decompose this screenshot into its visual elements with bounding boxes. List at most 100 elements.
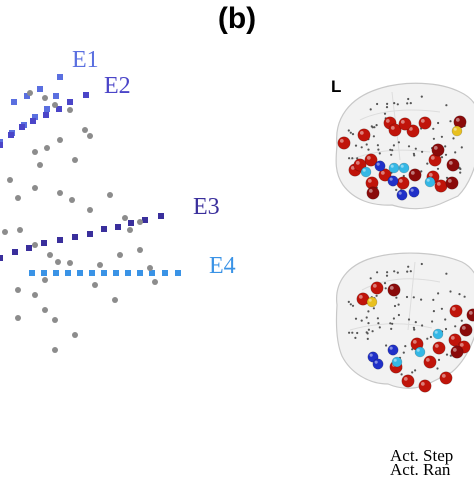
surface-dot — [445, 272, 448, 275]
point-e4 — [41, 270, 47, 276]
brain-node-cyan — [398, 162, 410, 174]
gray-point — [42, 307, 48, 313]
brain-node-blue — [374, 160, 386, 172]
node-highlight — [451, 306, 456, 311]
brain-node-dark-red — [466, 308, 474, 322]
surface-dot — [444, 145, 447, 148]
gray-point — [127, 227, 133, 233]
brain-node-yellow — [366, 296, 378, 308]
gray-point — [117, 252, 123, 258]
surface-dot — [351, 157, 354, 160]
surface-dot — [365, 316, 368, 319]
gray-point — [2, 229, 8, 235]
point-e4 — [162, 270, 168, 276]
node-highlight — [410, 188, 414, 192]
surface-dot — [372, 307, 375, 310]
surface-dot — [366, 332, 369, 335]
node-highlight — [376, 162, 380, 166]
surface-dot — [384, 287, 387, 290]
point-e4 — [29, 270, 35, 276]
surface-dot — [445, 353, 449, 356]
surface-dot — [436, 167, 440, 170]
brain-node-cyan — [414, 346, 426, 358]
node-highlight — [339, 138, 344, 143]
brain-node-red — [337, 136, 351, 150]
node-highlight — [372, 283, 377, 288]
surface-dot — [393, 304, 397, 308]
brain-view-bottom — [335, 252, 474, 393]
node-highlight — [420, 118, 425, 123]
hemisphere-label: L — [331, 77, 342, 96]
brain-node-dark-red — [366, 186, 380, 200]
node-highlight — [459, 342, 464, 347]
surface-dot — [376, 271, 379, 274]
node-highlight — [420, 381, 425, 386]
node-highlight — [368, 188, 373, 193]
surface-dot — [365, 143, 368, 146]
surface-dot — [412, 296, 415, 299]
gray-point — [67, 107, 73, 113]
surface-dot — [383, 112, 387, 115]
node-highlight — [453, 127, 457, 131]
node-highlight — [366, 155, 371, 160]
surface-dot — [397, 313, 400, 317]
point-e3 — [0, 255, 3, 261]
surface-dot — [356, 157, 359, 160]
surface-dot — [385, 274, 389, 277]
node-highlight — [350, 165, 355, 170]
gray-point — [52, 102, 58, 108]
brain-node-cyan — [388, 162, 400, 174]
gray-point — [137, 247, 143, 253]
gray-point — [47, 252, 53, 258]
brain-node-dark-red — [450, 345, 464, 359]
point-e1 — [24, 93, 30, 99]
surface-dot — [395, 296, 398, 299]
point-e4 — [53, 270, 59, 276]
surface-dot — [351, 331, 354, 334]
brain-node-red — [364, 153, 378, 167]
surface-dot — [385, 106, 389, 109]
node-highlight — [398, 178, 403, 183]
point-e3 — [158, 213, 164, 219]
surface-dot — [360, 319, 363, 322]
node-highlight — [425, 357, 430, 362]
brain-nodes-top — [337, 115, 467, 201]
point-e2 — [0, 142, 3, 148]
surface-dot — [367, 328, 370, 331]
gray-point — [147, 265, 153, 271]
surface-dot — [420, 170, 423, 173]
brain-node-red — [378, 168, 392, 182]
surface-dot — [351, 304, 355, 307]
gray-point — [15, 195, 21, 201]
node-highlight — [389, 285, 394, 290]
node-highlight — [468, 310, 473, 315]
surface-dot — [377, 148, 380, 151]
point-e1 — [57, 74, 63, 80]
surface-dot — [412, 152, 415, 155]
point-e2 — [56, 106, 62, 112]
node-highlight — [461, 325, 466, 330]
brain-node-yellow — [451, 125, 463, 137]
surface-dot — [454, 151, 457, 154]
brain-node-cyan — [391, 356, 403, 368]
surface-dot — [372, 135, 375, 138]
brain-node-blue — [387, 344, 399, 356]
surface-dot — [459, 171, 462, 174]
node-highlight — [390, 125, 395, 130]
surface-dot — [371, 330, 374, 333]
surface-dot — [436, 367, 439, 370]
brain-node-red — [401, 374, 415, 388]
surface-dot — [414, 321, 417, 324]
series-label-e2: E2 — [104, 73, 131, 99]
gray-point — [37, 162, 43, 168]
surface-dot — [406, 102, 409, 105]
point-e4 — [125, 270, 131, 276]
surface-dot — [452, 137, 455, 140]
surface-dot — [432, 310, 435, 313]
gray-point — [32, 242, 38, 248]
surface-dot — [449, 354, 452, 357]
node-highlight — [426, 178, 430, 182]
surface-dot — [378, 152, 381, 155]
surface-dot — [375, 294, 378, 297]
